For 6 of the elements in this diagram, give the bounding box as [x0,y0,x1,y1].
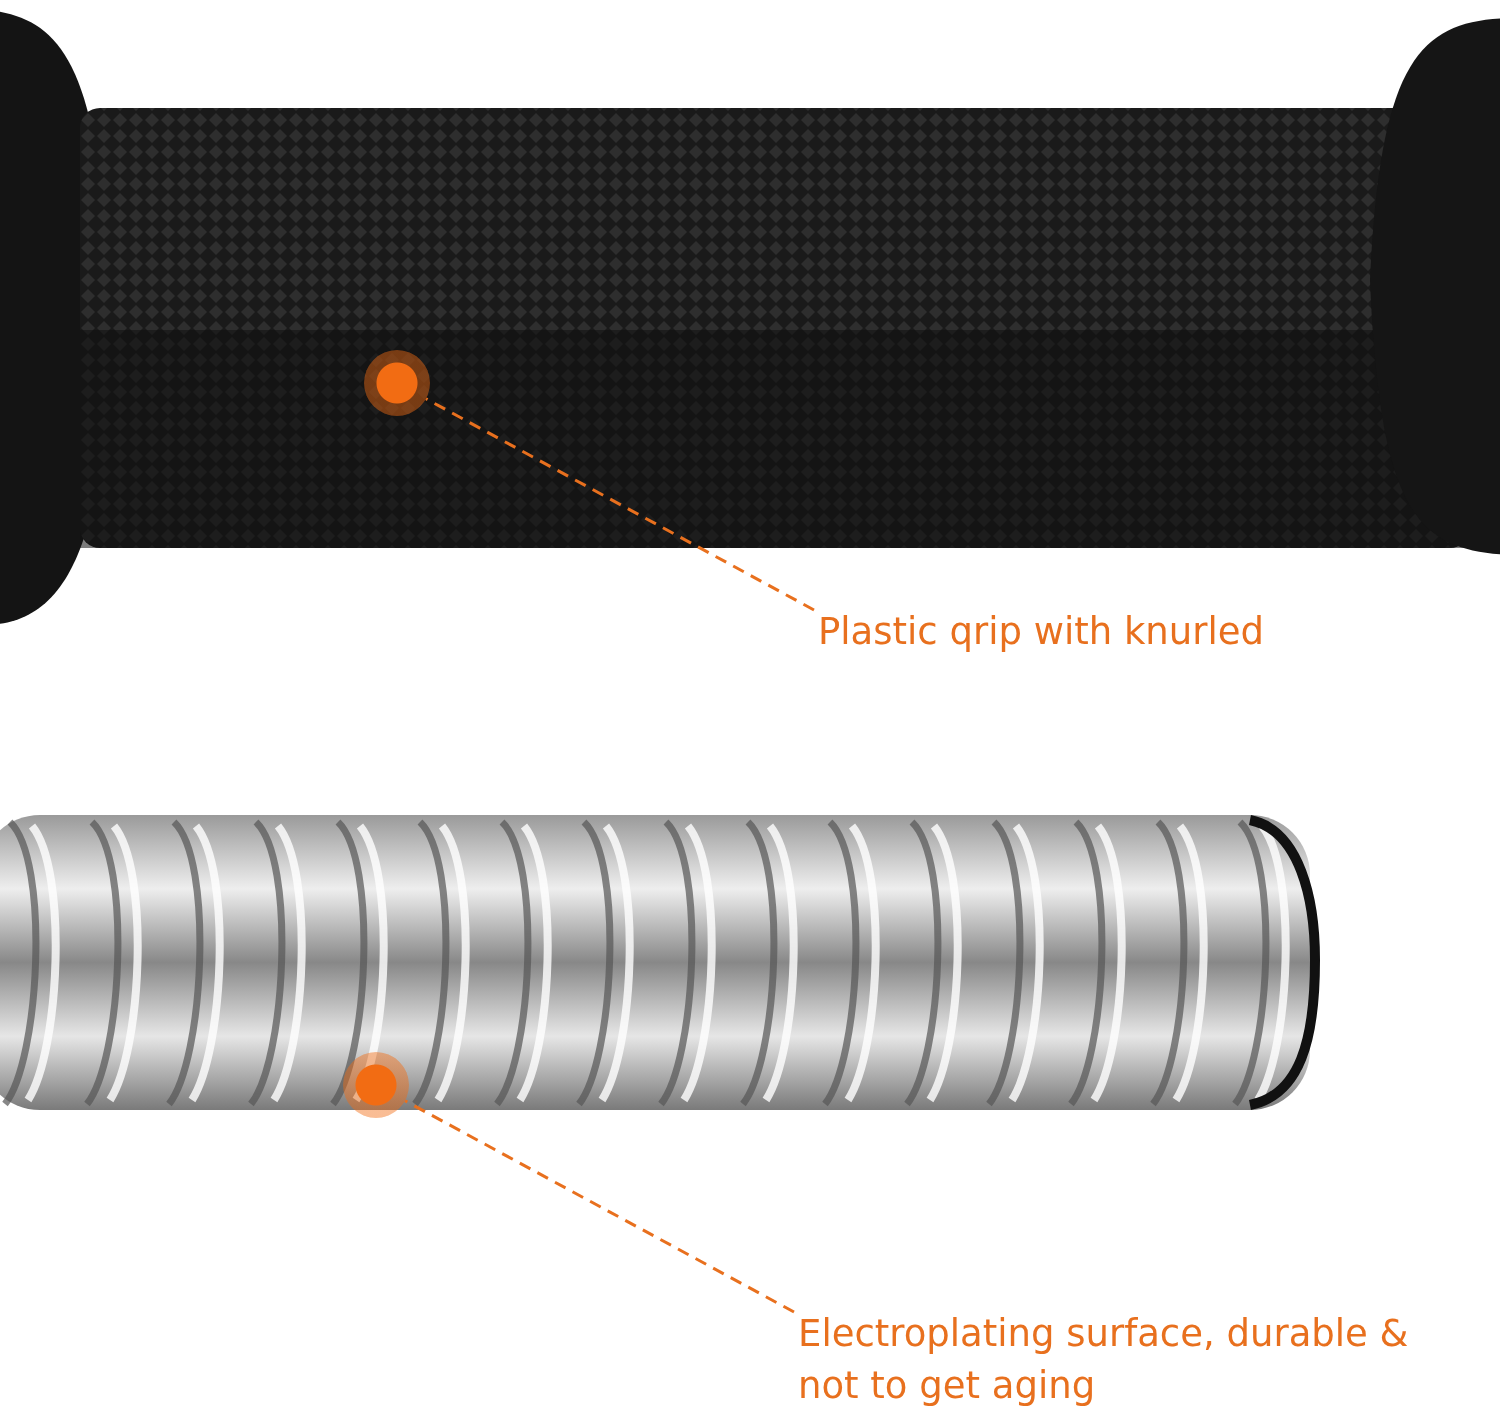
callout-label: Electroplating surface, durable & not to get aging [798,1308,1458,1412]
callout-dot [364,350,430,416]
callout-label: Plastic qrip with knurled [818,606,1418,658]
leader-line [425,397,815,612]
leader-line [404,1099,795,1314]
callout-dot [343,1052,409,1118]
